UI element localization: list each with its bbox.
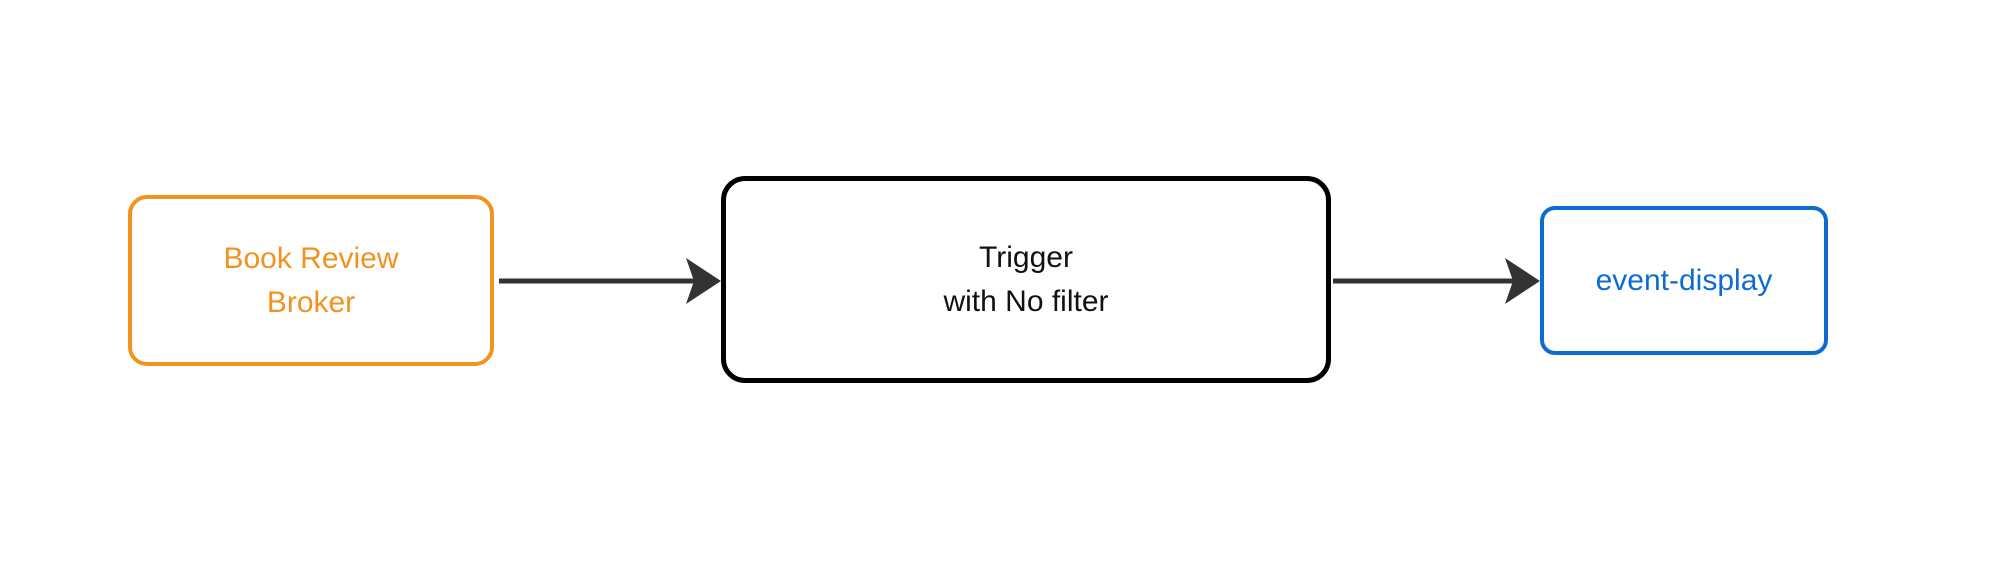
- edge-broker-to-trigger-arrowhead: [686, 258, 721, 304]
- node-book-review-broker-label-line2: Broker: [266, 285, 356, 319]
- node-trigger-label-line2: with No filter: [943, 284, 1109, 318]
- node-event-display[interactable]: event-display: [1540, 206, 1828, 355]
- node-book-review-broker-label-line1: Book Review: [223, 242, 399, 275]
- node-event-display-label: event-display: [1595, 263, 1773, 297]
- node-trigger[interactable]: Trigger with No filter: [721, 176, 1331, 383]
- node-book-review-broker[interactable]: Book Review Broker: [128, 195, 494, 366]
- edge-trigger-to-sink-arrowhead: [1505, 258, 1540, 304]
- node-trigger-label-line1: Trigger: [979, 241, 1073, 274]
